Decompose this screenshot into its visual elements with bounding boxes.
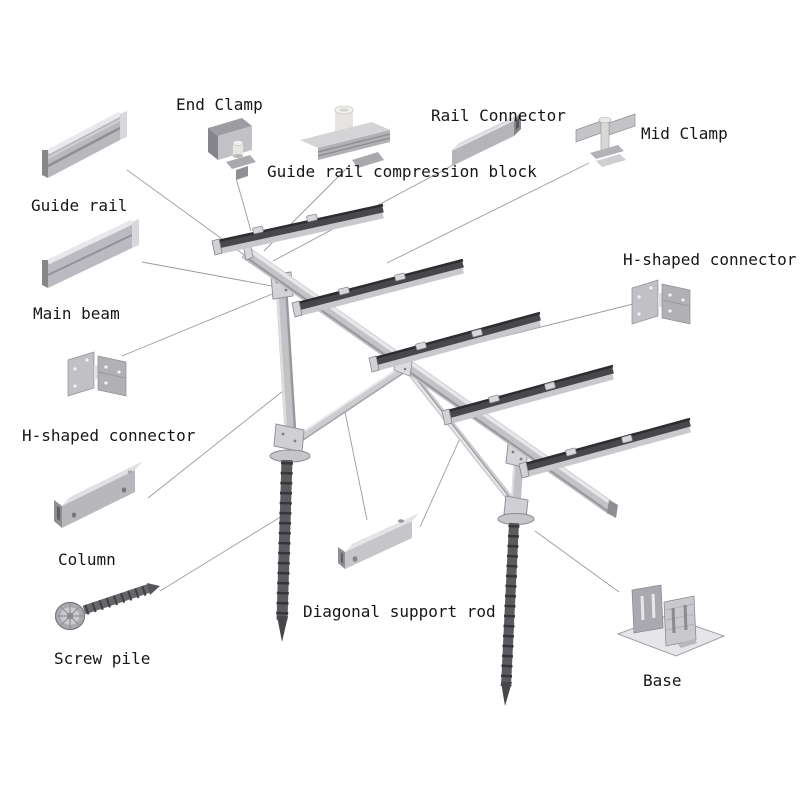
label-h-connector-left: H-shaped connector xyxy=(22,426,196,445)
label-main-beam: Main beam xyxy=(33,304,120,323)
label-compression-block: Guide rail compression block xyxy=(267,162,537,181)
leader-end-clamp xyxy=(235,177,252,232)
rail-clamp-tab xyxy=(394,272,406,282)
label-screw-pile: Screw pile xyxy=(54,649,150,668)
label-base: Base xyxy=(643,671,682,690)
rail-clamp-tab xyxy=(621,434,633,444)
rail-clamp-tab xyxy=(565,447,577,457)
thumbnail-screw-pile xyxy=(54,583,160,631)
label-end-clamp: End Clamp xyxy=(176,95,263,114)
thumbnail-main-beam xyxy=(42,219,139,288)
pile-flange xyxy=(497,513,535,525)
rail-clamp-tab xyxy=(415,341,427,351)
thumbnails xyxy=(42,105,726,657)
label-mid-clamp: Mid Clamp xyxy=(641,124,728,143)
assembly-screw-pile-left xyxy=(276,459,293,642)
thumbnail-rail-connector xyxy=(451,113,521,166)
guide-rail-2 xyxy=(291,258,464,318)
thumbnail-h-connector-right xyxy=(631,279,691,325)
rail-clamp-tab xyxy=(252,225,264,235)
labels: End Clamp Rail Connector Mid Clamp Guide… xyxy=(22,95,797,690)
label-column: Column xyxy=(58,550,116,569)
assembly-diagonal-rod-right xyxy=(403,364,518,508)
rail-clamp-tab xyxy=(338,286,350,296)
rail-clamp-tab xyxy=(488,394,500,404)
thumbnail-guide-rail xyxy=(42,111,127,178)
beam-end-cap xyxy=(607,500,618,518)
leader-diagonal-rod-b xyxy=(419,435,462,528)
rail-clamp-tab xyxy=(306,213,318,223)
leader-lines xyxy=(121,162,638,593)
thumbnail-mid-clamp xyxy=(575,113,636,167)
leader-guide-rail xyxy=(126,169,259,266)
rail-clamp-tab xyxy=(544,381,556,391)
assembly xyxy=(211,203,691,706)
label-guide-rail: Guide rail xyxy=(31,196,127,215)
rail-clamp-tab xyxy=(471,328,483,338)
assembly-guide-rails xyxy=(211,203,691,479)
assembly-column-right xyxy=(497,443,535,525)
assembly-diagonal-rod-left xyxy=(293,363,409,445)
assembly-screw-pile-right xyxy=(500,522,520,706)
thumbnail-compression-block xyxy=(300,105,391,168)
leader-mid-clamp xyxy=(386,162,590,264)
leader-screw-pile xyxy=(159,512,288,592)
guide-rail-3 xyxy=(368,311,541,373)
guide-rail-1 xyxy=(211,203,384,256)
thumbnail-diagonal-rod xyxy=(338,513,419,569)
leader-base xyxy=(534,530,620,593)
leader-h-connector-left xyxy=(121,291,278,357)
leader-column xyxy=(147,390,284,499)
post-base-bracket xyxy=(273,423,305,453)
thumbnail-column xyxy=(54,461,143,528)
thumbnail-base xyxy=(616,584,726,657)
label-h-connector-right: H-shaped connector xyxy=(623,250,797,269)
thumbnail-end-clamp xyxy=(208,118,256,180)
leader-diagonal-rod-a xyxy=(344,411,368,521)
thumbnail-h-connector-left xyxy=(67,351,127,397)
label-diagonal-rod: Diagonal support rod xyxy=(303,602,496,621)
guide-rail-5 xyxy=(518,417,691,479)
guide-rail-4 xyxy=(441,364,614,426)
label-rail-connector: Rail Connector xyxy=(431,106,566,125)
